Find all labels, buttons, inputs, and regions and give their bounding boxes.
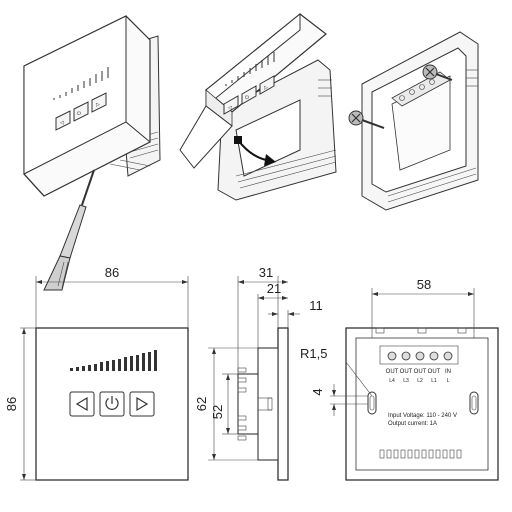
svg-text:⏻: ⏻ — [245, 95, 249, 101]
terminal-bottom-labels: L4 L3 L2 L1 L — [389, 378, 449, 384]
screw-icon-left — [348, 110, 385, 129]
svg-text:▷: ▷ — [264, 85, 268, 91]
back-vent-slots — [379, 449, 462, 459]
front-key-left[interactable] — [69, 391, 95, 417]
spec-voltage: Input Voltage: 110 - 240 V — [388, 413, 457, 419]
svg-text:◁: ◁ — [60, 120, 64, 126]
terminal-label-l: L — [447, 378, 450, 384]
side-teeth — [237, 367, 273, 441]
terminal-label-l1: L1 — [431, 378, 437, 384]
step2-vent-ribs — [235, 79, 337, 189]
terminal-label-l4: L4 — [389, 378, 395, 384]
side-view: 31 21 11 62 52 — [194, 265, 323, 481]
back-top-tabs — [375, 327, 467, 334]
terminal-label-out-1: OUT — [386, 369, 399, 375]
step1-led-bar — [53, 67, 109, 100]
side-height-outer-label: 62 — [194, 397, 209, 411]
terminal-label-in: IN — [445, 369, 451, 375]
step3-vent-ribs — [387, 69, 478, 203]
back-radius-label: R1,5 — [300, 346, 327, 361]
step1-panel-with-screwdriver: ◁ ⏻ ▷ — [23, 15, 161, 291]
front-key-power[interactable] — [99, 391, 125, 417]
power-icon — [105, 396, 119, 410]
step1-keys: ◁ ⏻ ▷ — [55, 92, 107, 131]
back-hole-spacing-label: 58 — [417, 277, 431, 292]
mounting-slot-right — [469, 391, 479, 415]
side-depth-total-label: 31 — [259, 265, 273, 280]
front-key-right[interactable] — [129, 391, 155, 417]
step3-housing-with-screws — [348, 31, 479, 211]
terminal-label-l2: L2 — [417, 378, 423, 384]
front-width-label: 86 — [105, 265, 119, 280]
terminal-label-l3: L3 — [403, 378, 409, 384]
terminal-top-labels: OUT OUT OUT OUT IN — [386, 369, 451, 375]
curved-arrow-icon — [234, 136, 276, 166]
svg-text:◁: ◁ — [228, 105, 232, 111]
spec-current: Output current: 1A — [388, 421, 437, 427]
back-slot-label: 4 — [310, 388, 325, 395]
step2-led-bar — [225, 52, 275, 86]
step2-panel-tilted: ◁ ⏻ ▷ — [179, 12, 337, 201]
terminal-label-out-2: OUT — [400, 369, 413, 375]
screwdriver-icon — [43, 169, 95, 291]
front-view: 86 86 — [4, 265, 189, 481]
front-height-label: 86 — [4, 397, 19, 411]
mounting-slot-left — [367, 391, 377, 415]
svg-text:⏻: ⏻ — [77, 111, 81, 117]
screw-icon — [422, 64, 453, 81]
terminal-label-out-3: OUT — [414, 369, 427, 375]
side-height-inner-label: 52 — [210, 405, 225, 419]
front-led-bar — [70, 350, 157, 371]
right-arrow-icon — [136, 396, 149, 412]
side-depth-mid-label: 21 — [267, 281, 281, 296]
left-arrow-icon — [75, 396, 88, 412]
back-terminal-block — [379, 345, 459, 365]
side-depth-plate-label: 11 — [309, 298, 323, 313]
terminal-label-out-4: OUT — [428, 369, 441, 375]
step2-keys: ◁ ⏻ ▷ — [223, 75, 275, 115]
back-view: 58 OUT OUT OUT OUT IN L4 L3 L2 L1 L — [300, 277, 499, 481]
svg-text:▷: ▷ — [96, 102, 100, 108]
